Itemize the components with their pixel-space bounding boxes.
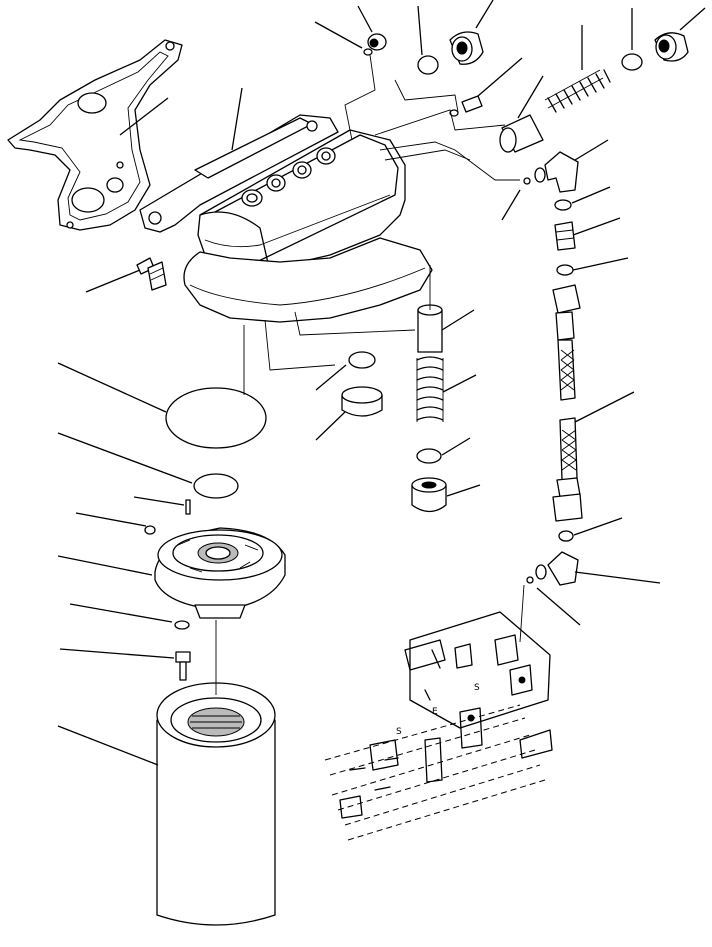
filter-head-body (139, 114, 433, 323)
mounting-frame: S E S (324, 611, 553, 841)
mounting-bolt (136, 257, 167, 291)
valve-stack (341, 304, 447, 513)
leader-lines (57, 0, 706, 766)
top-fittings (363, 31, 689, 193)
assembly-guide-lines (215, 54, 525, 695)
frame-label-1: S (474, 683, 480, 693)
hose-assembly (526, 199, 583, 586)
frame-label-2: E (432, 707, 438, 717)
frame-label-3: S (396, 727, 402, 737)
filter-cartridge (156, 682, 276, 926)
filter-base (144, 387, 286, 681)
gasket (7, 39, 183, 231)
